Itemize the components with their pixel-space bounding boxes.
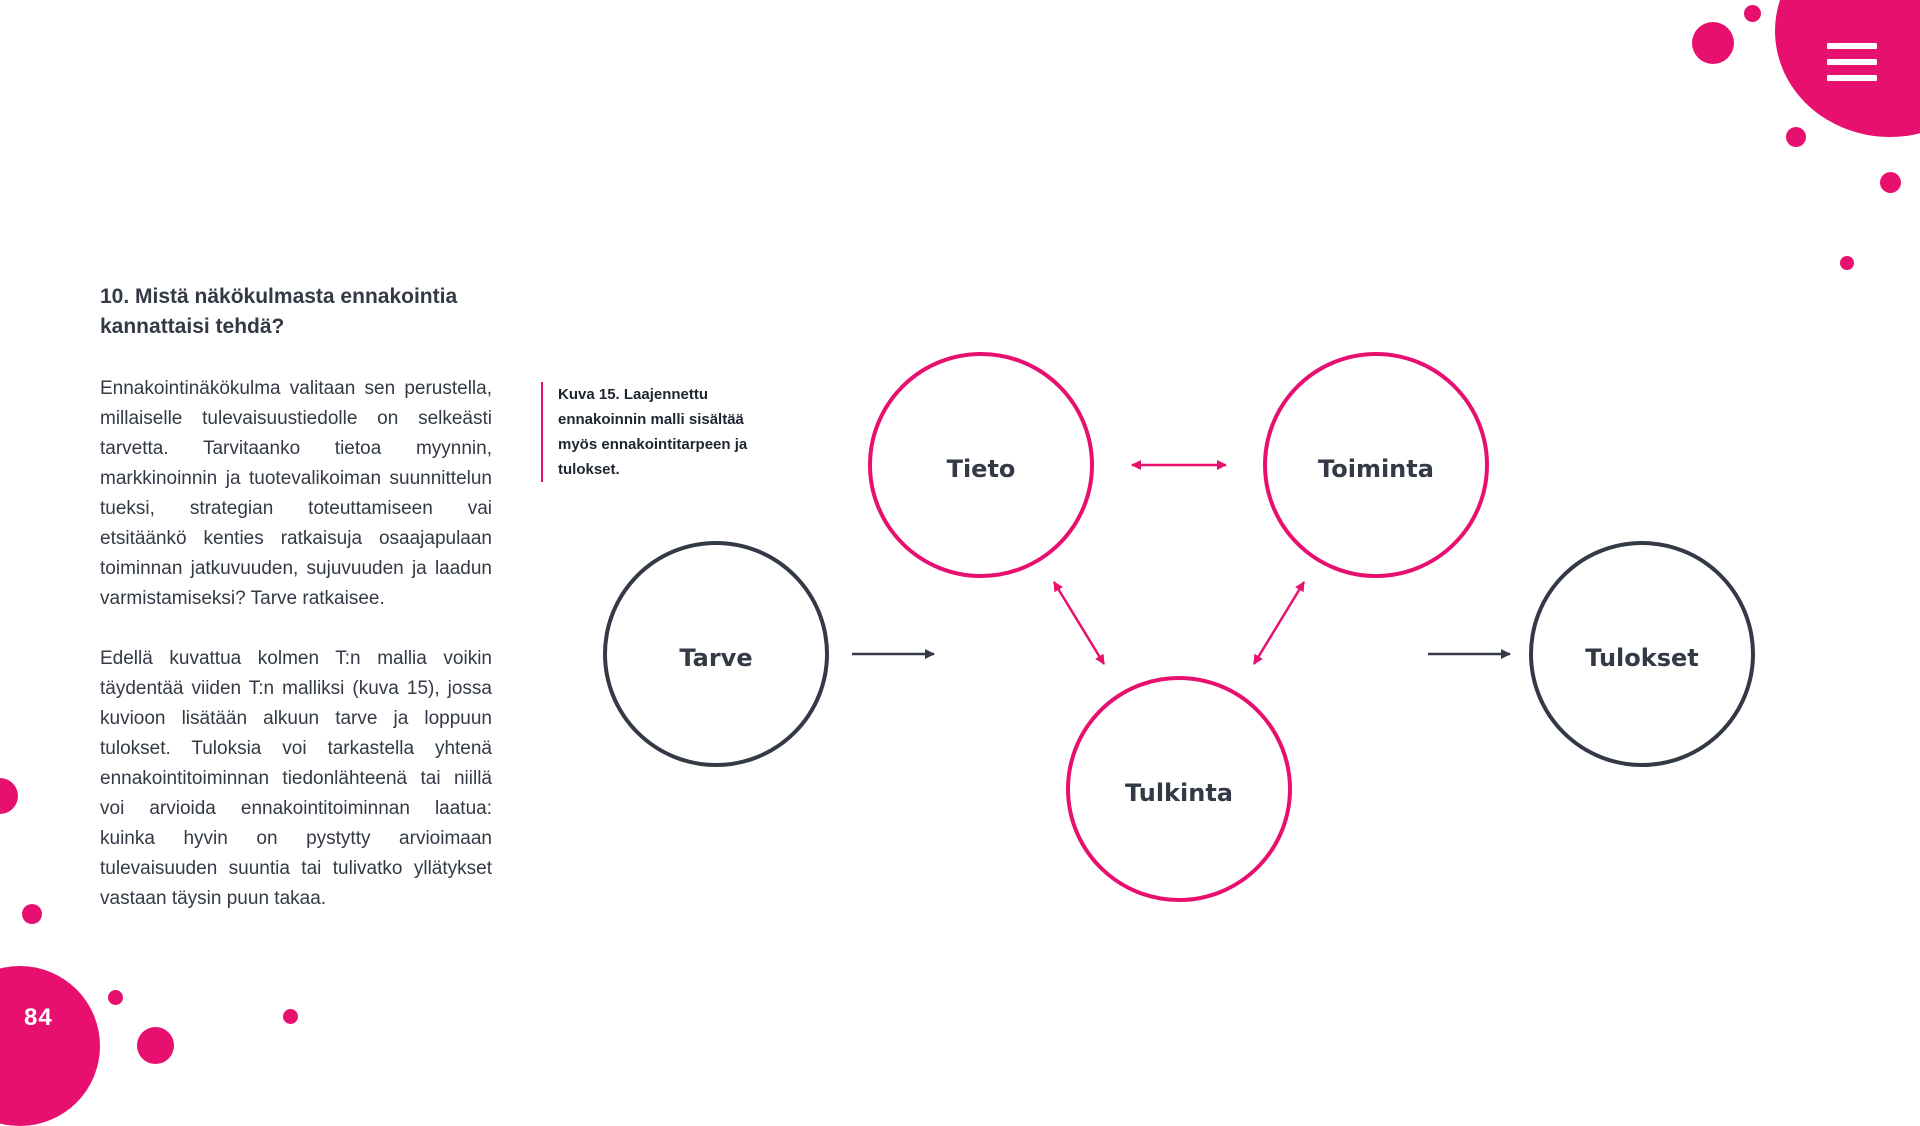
node-label-tulkinta: Tulkinta — [1125, 779, 1233, 807]
decor-dot — [1744, 5, 1761, 22]
decor-dot — [22, 904, 42, 924]
section-heading: 10. Mistä näkökulmasta ennakointia kanna… — [100, 285, 458, 338]
node-toiminta: Toiminta — [1263, 352, 1489, 578]
node-label-toiminta: Toiminta — [1318, 455, 1434, 483]
body-paragraph: Edellä kuvattua kolmen T:n mallia voikin… — [100, 648, 492, 909]
page-number: 84 — [24, 1004, 53, 1031]
node-label-tieto: Tieto — [947, 455, 1016, 483]
node-label-tulokset: Tulokset — [1585, 644, 1699, 672]
node-tulkinta: Tulkinta — [1066, 676, 1292, 902]
figure-caption-text: Kuva 15. Laajennettu ennakoinnin malli s… — [558, 386, 748, 478]
figure-caption: Kuva 15. Laajennettu ennakoinnin malli s… — [541, 382, 776, 482]
decor-dot — [1692, 22, 1734, 64]
decor-dot — [283, 1009, 298, 1024]
arrow-tieto-tulkinta — [1052, 581, 1106, 665]
node-tarve: Tarve — [603, 541, 829, 767]
body-paragraph: Ennakointinäkökulma valitaan sen peruste… — [100, 378, 492, 609]
node-tieto: Tieto — [868, 352, 1094, 578]
decor-dot — [1880, 172, 1901, 193]
decor-dot — [137, 1027, 174, 1064]
arrow-toiminta-tulkinta — [1252, 581, 1306, 665]
node-label-tarve: Tarve — [679, 644, 752, 672]
decor-dot — [1786, 127, 1806, 147]
decor-dot — [0, 778, 18, 814]
node-tulokset: Tulokset — [1529, 541, 1755, 767]
decor-dot — [1840, 256, 1854, 270]
five-t-diagram: Tarve Tieto Toiminta Tulkinta Tulokset — [603, 352, 1755, 902]
decor-dot — [108, 990, 123, 1005]
